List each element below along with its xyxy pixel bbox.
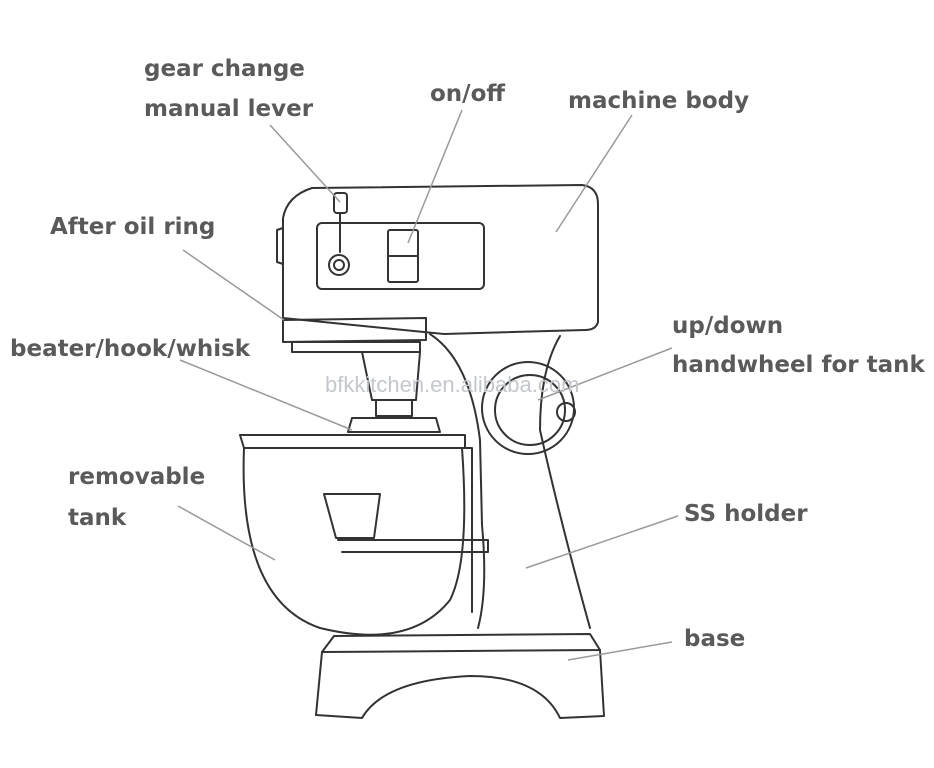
label-removable-line1: removable — [68, 464, 206, 490]
oil-ring — [282, 317, 427, 343]
leader-gear-change — [269, 124, 341, 203]
control-panel — [316, 222, 485, 290]
leader-removable-tank — [177, 505, 276, 561]
machine-body-outline — [282, 184, 599, 335]
label-base: base — [684, 626, 746, 652]
gear-lever-ring — [328, 254, 350, 276]
label-on-off: on/off — [430, 81, 506, 107]
leader-on-off — [407, 109, 463, 244]
leader-handwheel — [537, 347, 673, 401]
spindle-collar — [375, 399, 413, 417]
label-machine-body: machine body — [568, 88, 750, 114]
leader-beater — [179, 359, 353, 431]
whisk-cup — [323, 493, 381, 539]
side-knob — [276, 227, 284, 265]
gear-lever-ring-inner — [333, 259, 345, 271]
gear-lever-handle — [333, 192, 348, 214]
oil-ring-lower — [291, 341, 421, 353]
label-removable-line2: tank — [68, 505, 127, 531]
column-outline — [429, 333, 486, 629]
tank-bowl — [242, 447, 466, 636]
label-up-down-line2: handwheel for tank — [672, 352, 925, 378]
tank-holder-arm — [337, 539, 489, 553]
base-top — [321, 633, 601, 653]
label-gear-change-line2: manual lever — [144, 96, 314, 122]
leader-after-oil-ring — [182, 249, 285, 321]
spindle-housing — [344, 351, 421, 401]
label-beater-hook-whisk: beater/hook/whisk — [10, 336, 251, 362]
watermark: bfkkitchen.en.alibaba.com — [325, 372, 580, 397]
handwheel-knob — [556, 402, 576, 422]
label-gear-change-line1: gear change — [144, 56, 305, 82]
beater-attachment — [347, 417, 441, 433]
label-up-down-line1: up/down — [672, 313, 784, 339]
label-after-oil-ring: After oil ring — [50, 214, 216, 240]
base-body — [315, 649, 605, 719]
leader-ss-holder — [525, 515, 679, 569]
leader-base — [567, 641, 673, 661]
leader-machine-body — [555, 114, 633, 233]
label-ss-holder: SS holder — [684, 501, 808, 527]
tank-rim — [239, 434, 466, 449]
handwheel-inner — [494, 374, 566, 446]
